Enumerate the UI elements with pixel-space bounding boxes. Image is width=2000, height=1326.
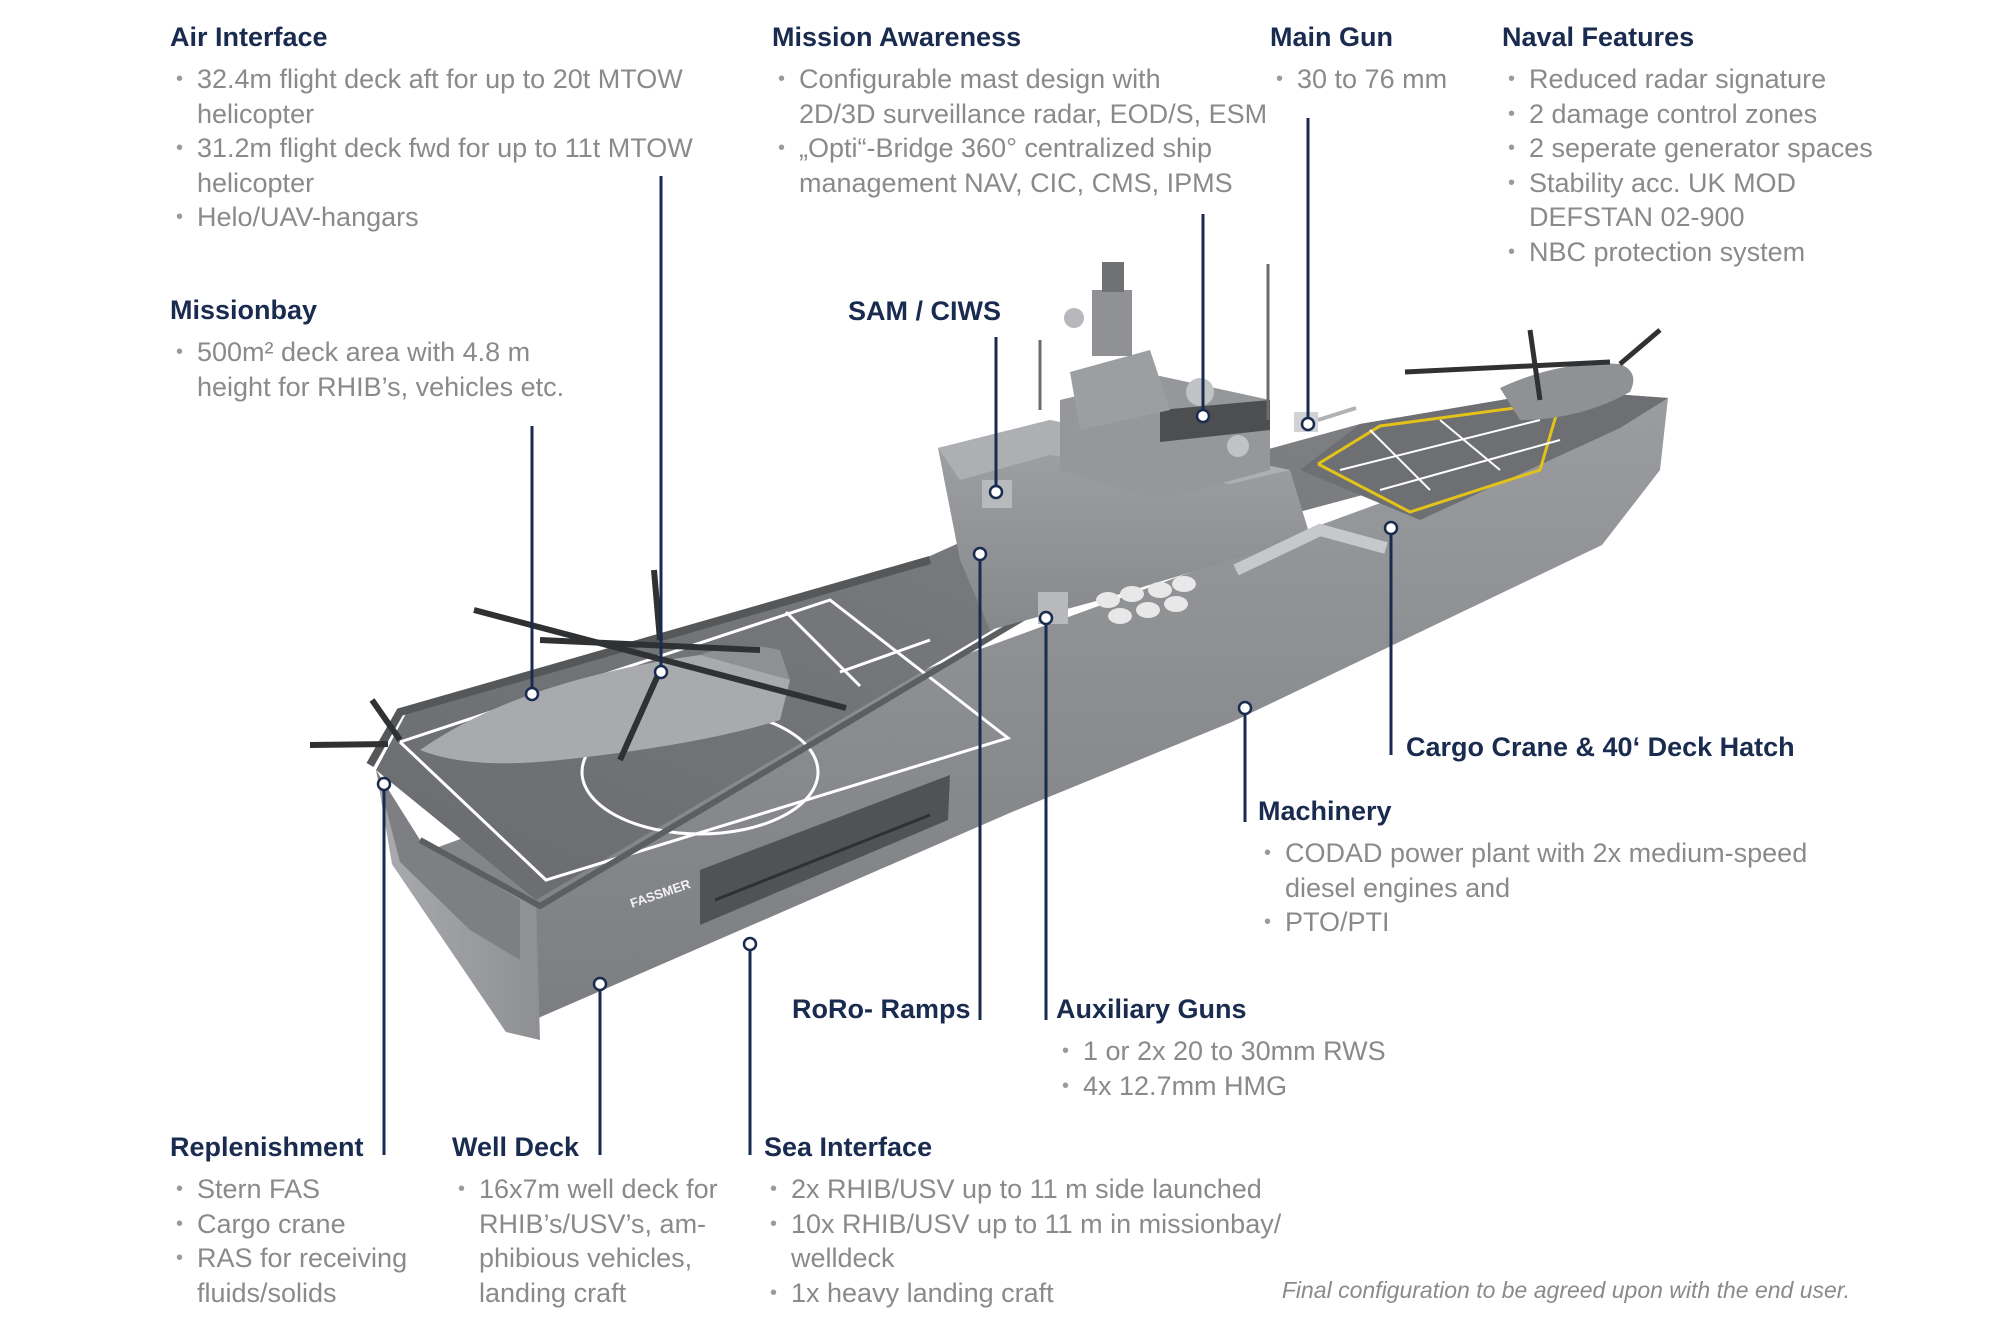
callout-title: Machinery [1258,796,1392,826]
callout-item: RAS for receiving fluids/solids [170,1241,407,1310]
callout-title: Air Interface [170,22,328,52]
callout-items: 32.4m flight deck aft for up to 20t MTOW… [170,62,693,235]
callout-title: Sea Interface [764,1132,933,1162]
callout-item: Configurable mast design with 2D/3D surv… [772,62,1267,131]
leader-lines [376,118,1399,1155]
callout-item: 30 to 76 mm [1270,62,1447,97]
callout-items: 16x7m well deck for RHIB’s/USV’s, am- ph… [452,1172,718,1310]
callout-main-gun: Main Gun 30 to 76 mm [1270,20,1447,97]
callout-title: Cargo Crane & 40‘ Deck Hatch [1406,732,1795,762]
forward-flight-deck-marking [1317,400,1563,514]
callout-item: 500m² deck area with 4.8 m height for RH… [170,335,564,404]
callout-title: SAM / CIWS [848,296,1001,326]
callout-title: Missionbay [170,295,318,325]
callout-title: Replenishment [170,1132,364,1162]
callout-item: 32.4m flight deck aft for up to 20t MTOW… [170,62,693,131]
callout-item: 2x RHIB/USV up to 11 m side launched [764,1172,1281,1207]
footnote: Final configuration to be agreed upon wi… [1281,1277,1850,1303]
callout-title: RoRo- Ramps [792,994,971,1024]
callout-item: NBC protection system [1502,235,1873,270]
callout-item: CODAD power plant with 2x medium-speed d… [1258,836,1807,905]
mast [1070,350,1170,430]
callout-items: 2x RHIB/USV up to 11 m side launched 10x… [764,1172,1281,1310]
callout-title: Well Deck [452,1132,580,1162]
radar-dome [1064,308,1084,328]
callout-items: CODAD power plant with 2x medium-speed d… [1258,836,1807,940]
callout-well-deck: Well Deck 16x7m well deck for RHIB’s/USV… [452,1130,718,1310]
callout-item: Stability acc. UK MOD DEFSTAN 02-900 [1502,166,1873,235]
callout-item: „Opti“-Bridge 360° centralized ship mana… [772,131,1267,200]
callout-mission-awareness: Mission Awareness Configurable mast desi… [772,20,1267,200]
callout-air-interface: Air Interface 32.4m flight deck aft for … [170,20,693,235]
callout-title: Mission Awareness [772,22,1022,52]
callout-machinery: Machinery CODAD power plant with 2x medi… [1258,794,1807,940]
callout-item: Helo/UAV-hangars [170,200,693,235]
side-opening [700,775,950,925]
radar-mount [1092,290,1132,356]
callout-item: 4x 12.7mm HMG [1056,1069,1386,1104]
cargo-crane [1233,523,1388,576]
callout-item: PTO/PTI [1258,905,1807,940]
callout-items: 30 to 76 mm [1270,62,1447,97]
main-deck [376,390,1668,900]
callout-sea-interface: Sea Interface 2x RHIB/USV up to 11 m sid… [764,1130,1281,1310]
callout-replenishment: Replenishment Stern FAS Cargo crane RAS … [170,1130,407,1310]
callout-title: Auxiliary Guns [1056,994,1247,1024]
callout-item: Stern FAS [170,1172,407,1207]
callout-item: Cargo crane [170,1207,407,1242]
callout-naval-features: Naval Features Reduced radar signature 2… [1502,20,1873,269]
callout-items: 1 or 2x 20 to 30mm RWS 4x 12.7mm HMG [1056,1034,1386,1103]
callout-item: 31.2m flight deck fwd for up to 11t MTOW… [170,131,693,200]
forward-helicopter [1404,328,1662,420]
callout-items: Stern FAS Cargo crane RAS for receiving … [170,1172,407,1310]
callout-item: 2 damage control zones [1502,97,1873,132]
callout-items: 500m² deck area with 4.8 m height for RH… [170,335,564,404]
callout-items: Reduced radar signature 2 damage control… [1502,62,1873,269]
callout-item: Reduced radar signature [1502,62,1873,97]
callout-title: Main Gun [1270,22,1393,52]
safety-net [366,556,932,767]
callout-items: Configurable mast design with 2D/3D surv… [772,62,1267,200]
callout-missionbay: Missionbay 500m² deck area with 4.8 m he… [170,293,564,404]
liferafts [1096,576,1196,624]
well-deck-opening [376,770,520,960]
callout-item: 1 or 2x 20 to 30mm RWS [1056,1034,1386,1069]
callout-item: 16x7m well deck for RHIB’s/USV’s, am- ph… [452,1172,718,1310]
callout-item: 2 seperate generator spaces [1502,131,1873,166]
callout-item: 1x heavy landing craft [764,1276,1281,1311]
ship-illustration: FASSMER [309,262,1668,1040]
callout-cargo-crane: Cargo Crane & 40‘ Deck Hatch [1406,730,1795,764]
callout-item: 10x RHIB/USV up to 11 m in missionbay/ w… [764,1207,1281,1276]
callout-sam-ciws: SAM / CIWS [848,294,1001,328]
callout-auxiliary-guns: Auxiliary Guns 1 or 2x 20 to 30mm RWS 4x… [1056,992,1386,1103]
callout-title: Naval Features [1502,22,1695,52]
callout-roro-ramps: RoRo- Ramps [792,992,971,1026]
